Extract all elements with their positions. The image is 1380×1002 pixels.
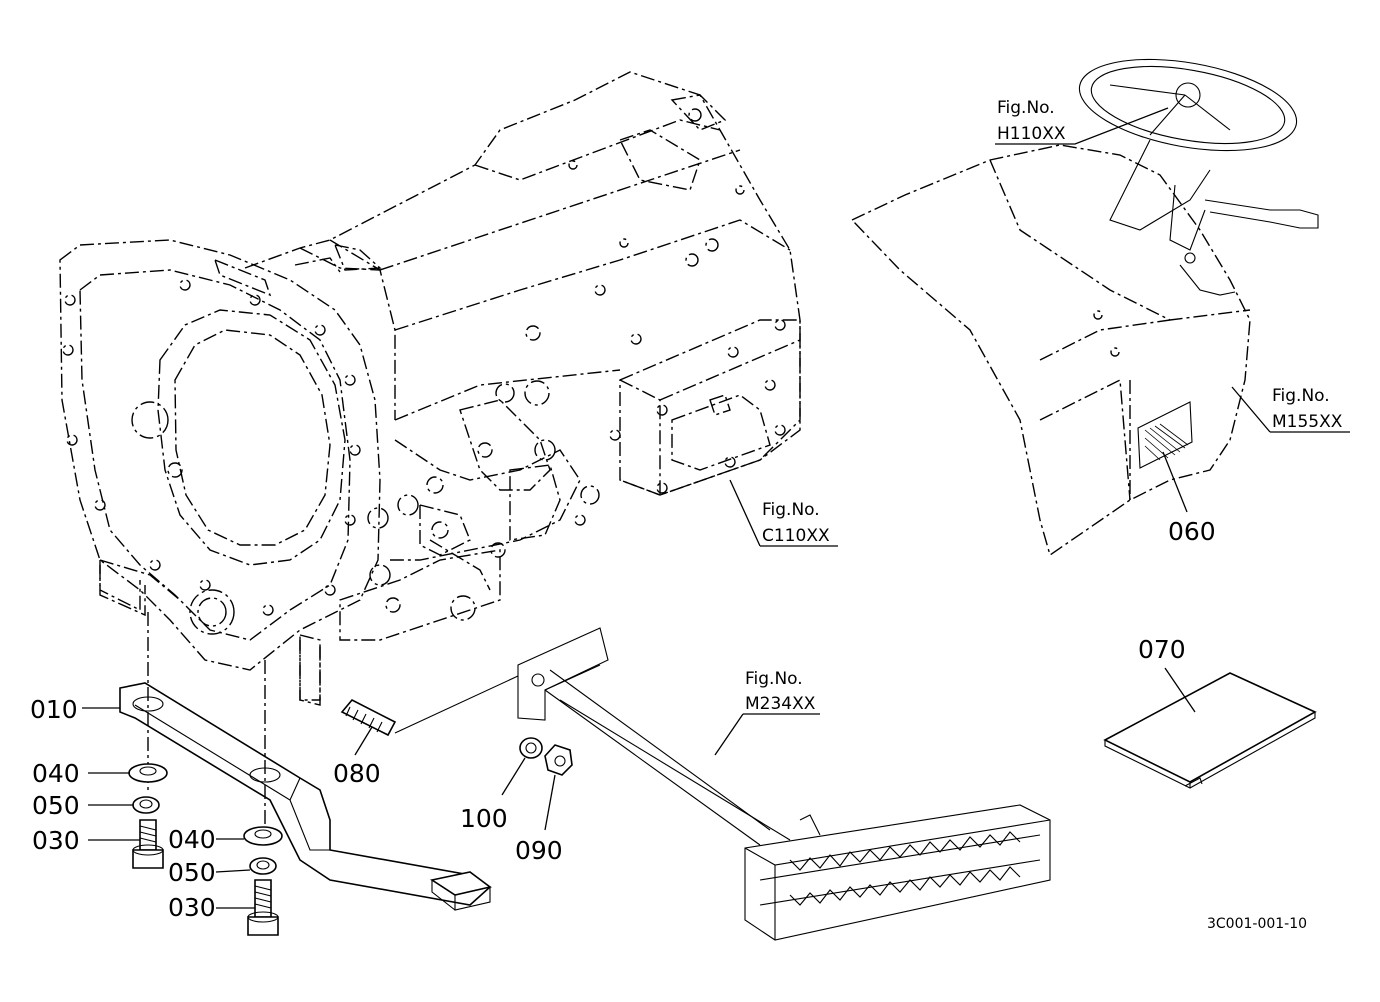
steering-cowl [850,58,1319,557]
control-linkage [339,380,600,641]
figure-reference-labels: Fig.No. H110XX Fig.No. M155XX Fig.No. C1… [745,98,1343,714]
callout-040-left: 040 [32,759,80,788]
callout-070: 070 [1138,635,1186,664]
callout-050-right: 050 [168,858,216,887]
callout-080: 080 [333,759,381,788]
callout-010: 010 [30,695,78,724]
fasteners [99,565,573,936]
callout-040-right: 040 [168,825,216,854]
callout-060: 060 [1168,517,1216,546]
callout-090: 090 [515,836,563,865]
step-assembly [394,627,1051,941]
rear-cover [619,319,801,496]
fig-ref-c110-top: Fig.No. [762,500,820,520]
drawing-code: 3C001-001-10 [1207,916,1307,932]
fig-ref-m155-top: Fig.No. [1272,386,1330,406]
transmission-housing [244,71,801,496]
manual-booklet [1103,672,1317,789]
callout-100: 100 [460,804,508,833]
fig-ref-h110-code: H110XX [997,124,1066,144]
part-number-callouts: 010 040 050 030 040 050 030 080 100 090 … [30,517,1216,922]
callout-030-right: 030 [168,893,216,922]
leader-lines [82,107,1350,909]
fig-ref-c110-code: C110XX [762,526,830,546]
fig-ref-m234-top: Fig.No. [745,669,803,689]
foot-bracket [119,612,492,911]
callout-050-left: 050 [32,791,80,820]
fig-ref-m234-code: M234XX [745,694,816,714]
fig-ref-h110-top: Fig.No. [997,98,1055,118]
front-flange [59,239,381,701]
fig-ref-m155-code: M155XX [1272,412,1343,432]
callout-030-left: 030 [32,826,80,855]
